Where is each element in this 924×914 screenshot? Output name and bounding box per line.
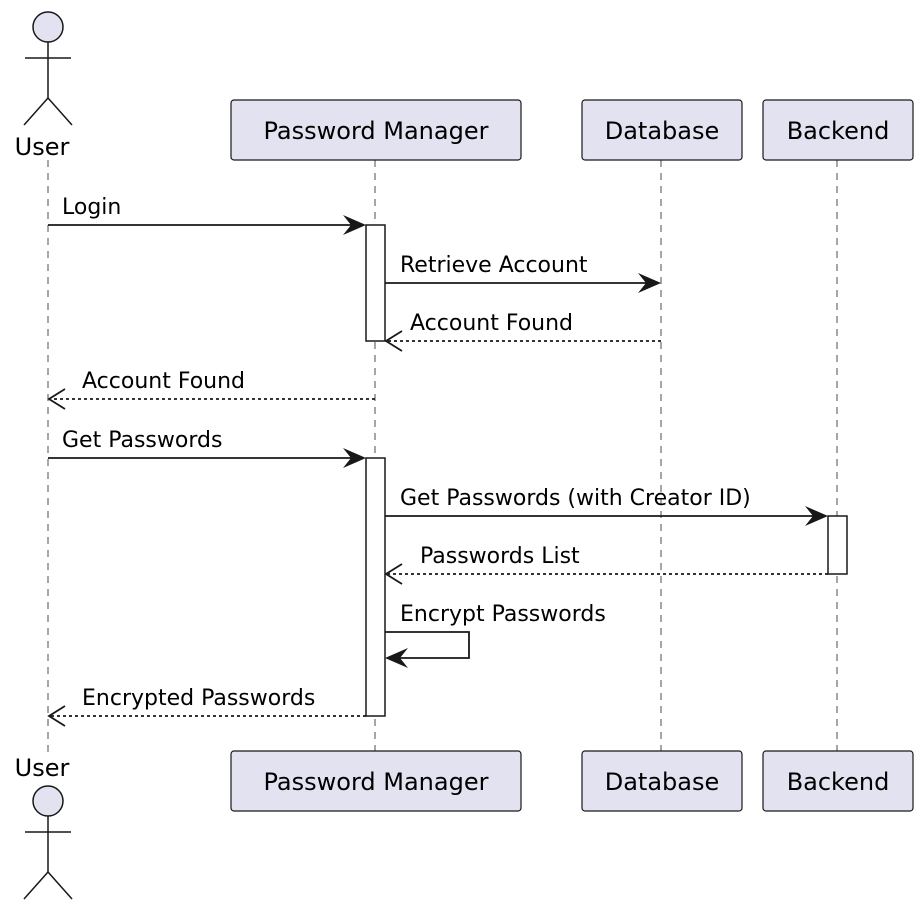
message-label: Passwords List <box>420 544 580 569</box>
arrowhead <box>805 506 828 526</box>
participant-box <box>762 750 914 812</box>
message-label: Account Found <box>82 369 245 394</box>
message-get-passwords-creator-id: Get Passwords (with Creator ID) <box>385 486 828 526</box>
participant-box <box>581 99 743 161</box>
participant-backend-bottom: Backend <box>762 750 914 812</box>
message-label: Get Passwords (with Creator ID) <box>400 486 751 511</box>
arrowhead <box>385 648 408 668</box>
participant-label: Backend <box>787 117 890 145</box>
actor-head <box>32 785 64 817</box>
actor-user-top: User <box>15 11 73 161</box>
activation-backend <box>827 515 848 575</box>
actor-head <box>32 11 64 43</box>
activation-password-manager-2 <box>365 457 386 717</box>
arrowhead <box>343 448 366 468</box>
message-login: Login <box>48 195 366 235</box>
message-get-passwords: Get Passwords <box>48 428 366 468</box>
message-account-found-db: Account Found <box>384 311 661 352</box>
message-label: Get Passwords <box>62 428 222 453</box>
participant-password-manager-bottom: Password Manager <box>230 750 522 812</box>
participant-box <box>230 750 522 812</box>
message-label: Encrypted Passwords <box>82 686 315 711</box>
activation-password-manager-1 <box>365 224 386 342</box>
actor-label: User <box>15 133 70 161</box>
message-label: Login <box>62 195 121 220</box>
message-label: Account Found <box>410 311 573 336</box>
participant-backend-top: Backend <box>762 99 914 161</box>
participant-box <box>581 750 743 812</box>
message-label: Retrieve Account <box>400 253 588 278</box>
actor-icon <box>23 11 73 126</box>
message-account-found-user: Account Found <box>47 369 375 410</box>
participant-password-manager-top: Password Manager <box>230 99 522 161</box>
participant-box <box>230 99 522 161</box>
participant-label: Database <box>605 768 720 796</box>
participant-label: Password Manager <box>264 117 489 145</box>
participant-database-top: Database <box>581 99 743 161</box>
participant-label: Database <box>605 117 720 145</box>
arrowhead <box>47 705 66 727</box>
actor-user-bottom: User <box>15 754 73 900</box>
message-encrypt-passwords: Encrypt Passwords <box>385 602 606 668</box>
arrowhead <box>638 273 661 293</box>
arrowhead <box>384 330 403 352</box>
participant-database-bottom: Database <box>581 750 743 812</box>
message-encrypted-passwords: Encrypted Passwords <box>47 686 366 727</box>
arrowhead <box>384 563 403 585</box>
participant-box <box>762 99 914 161</box>
message-passwords-list: Passwords List <box>384 544 828 585</box>
participant-label: Password Manager <box>264 768 489 796</box>
actor-icon <box>23 785 73 900</box>
arrowhead <box>47 388 66 410</box>
arrowhead <box>343 215 366 235</box>
message-label: Encrypt Passwords <box>400 602 606 627</box>
message-retrieve-account: Retrieve Account <box>385 253 661 293</box>
participant-label: Backend <box>787 768 890 796</box>
actor-label: User <box>15 754 70 782</box>
